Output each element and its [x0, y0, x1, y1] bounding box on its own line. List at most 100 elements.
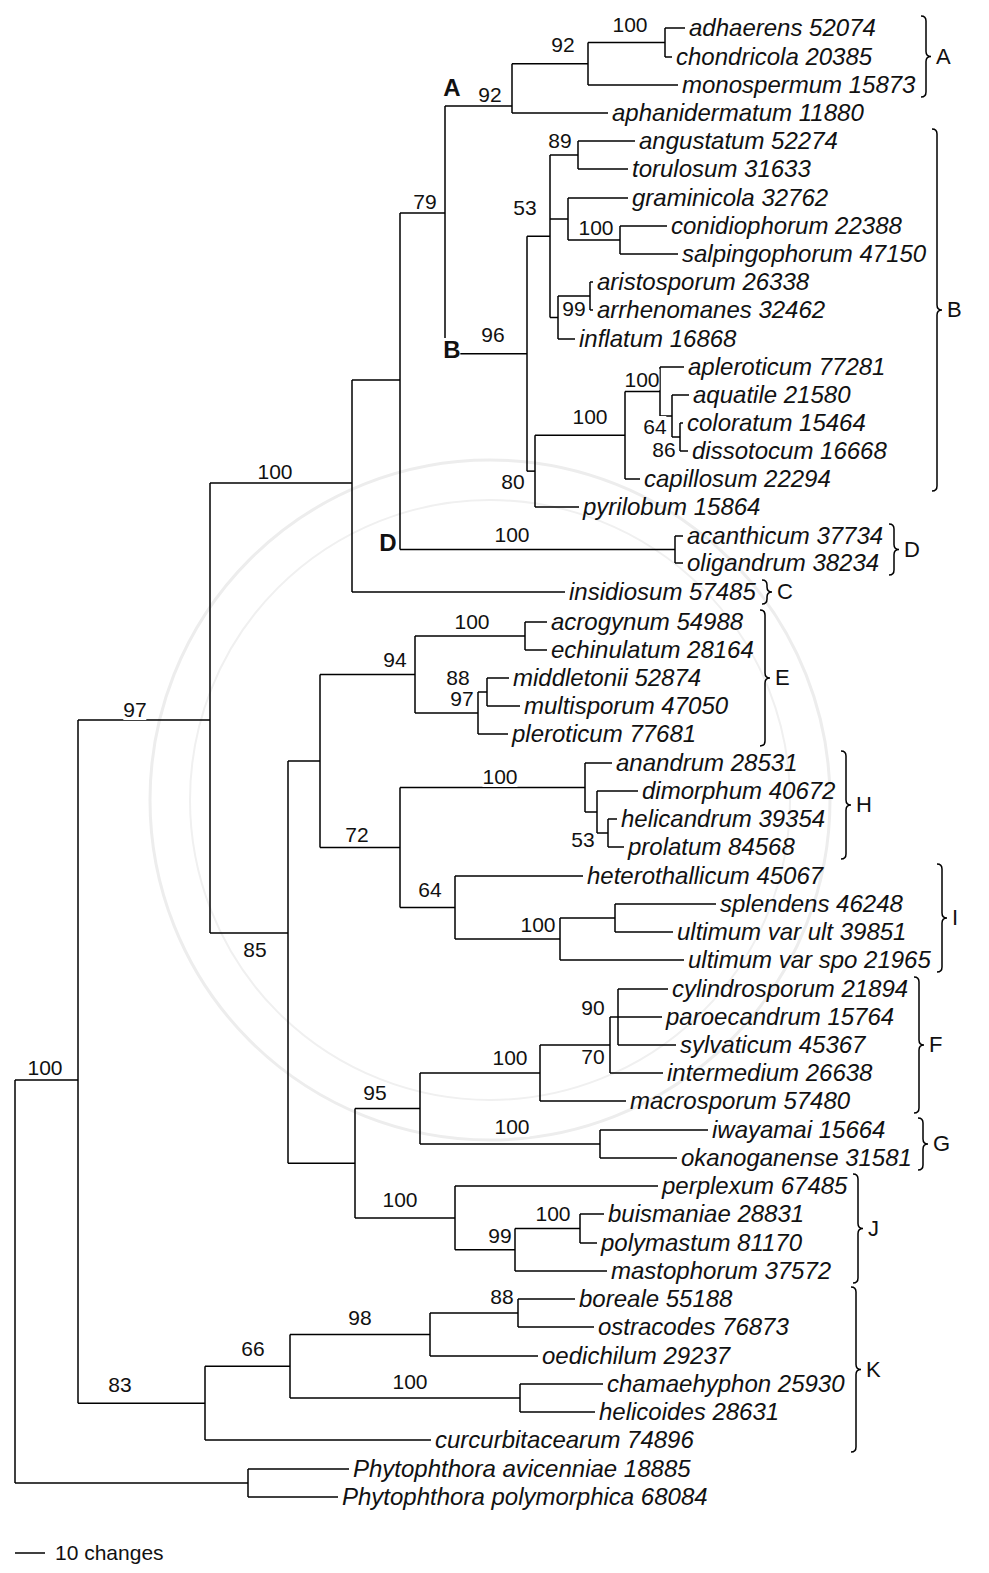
clade-letter: I [952, 907, 958, 929]
branch-line [518, 1298, 575, 1300]
branch-line [577, 141, 579, 169]
bootstrap-value: 88 [490, 1286, 513, 1307]
label-slot: 72 [345, 824, 368, 846]
label-slot: coloratum 15464 [687, 411, 866, 435]
branch-line [614, 904, 616, 932]
branch-line [399, 213, 401, 550]
bootstrap-value: 100 [257, 461, 292, 482]
branch-line [535, 506, 579, 508]
branch-line [526, 236, 528, 471]
label-slot: E [775, 667, 790, 689]
taxon-label: helicoides 28631 [599, 1400, 779, 1424]
branch-line [596, 791, 598, 833]
label-slot: oedichilum 29237 [542, 1344, 730, 1368]
taxon-label: sylvaticum 45367 [680, 1033, 865, 1057]
taxon-label: salpingophorum 47150 [682, 242, 926, 266]
label-slot: ostracodes 76873 [598, 1315, 789, 1339]
clade-letter: J [868, 1218, 879, 1240]
label-slot: pyrilobum 15864 [583, 495, 760, 519]
label-slot: acanthicum 37734 [687, 524, 883, 548]
label-slot: D [379, 531, 396, 555]
branch-line [320, 847, 400, 849]
label-slot: 97 [450, 688, 473, 710]
taxon-label: ultimum var spo 21965 [688, 948, 931, 972]
label-slot: A [936, 46, 951, 68]
taxon-label: ultimum var ult 39851 [677, 920, 906, 944]
bootstrap-value: 92 [551, 34, 574, 55]
branch-line [400, 212, 445, 214]
label-slot: C [777, 581, 793, 603]
label-slot: insidiosum 57485 [569, 580, 756, 604]
label-slot: graminicola 32762 [632, 186, 828, 210]
branch-line [587, 43, 589, 86]
branch-line [590, 281, 593, 283]
branch-line [351, 380, 353, 592]
branch-line [599, 1130, 601, 1158]
branch-line [679, 423, 681, 451]
taxon-label: helicandrum 39354 [621, 807, 825, 831]
label-slot: F [929, 1034, 942, 1056]
label-slot: 53 [571, 829, 594, 851]
label-slot: 86 [652, 439, 675, 461]
bootstrap-value: 100 [624, 369, 659, 390]
branch-line [524, 622, 526, 650]
label-slot: 98 [348, 1307, 371, 1329]
branch-line [14, 1080, 16, 1483]
branch-line [511, 64, 513, 113]
label-slot: 83 [108, 1374, 131, 1396]
taxon-label: mastophorum 37572 [611, 1259, 831, 1283]
label-slot: iwayamai 15664 [712, 1118, 885, 1142]
taxon-label: echinulatum 28164 [551, 638, 754, 662]
label-slot: helicoides 28631 [599, 1400, 779, 1424]
node-letter: B [443, 338, 460, 362]
taxon-label: insidiosum 57485 [569, 580, 756, 604]
branch-line [610, 1016, 618, 1018]
branch-line [512, 112, 608, 114]
clade-bracket [762, 580, 772, 604]
label-slot: Phytophthora polymorphica 68084 [342, 1485, 708, 1509]
clade-bracket [851, 1287, 861, 1452]
taxon-label: curcurbitacearum 74896 [435, 1428, 694, 1452]
branch-line [478, 691, 487, 693]
clade-letter: F [929, 1034, 942, 1056]
branch-line [518, 1326, 594, 1328]
taxon-label: polymastum 81170 [601, 1231, 802, 1255]
branch-line [444, 106, 446, 354]
clade-letter: K [866, 1359, 881, 1381]
branch-line [248, 1496, 338, 1498]
label-slot: pleroticum 77681 [512, 722, 696, 746]
scale-label: 10 changes [55, 1542, 164, 1563]
bootstrap-value: 100 [454, 611, 489, 632]
label-slot: 100 [492, 1047, 527, 1069]
label-slot: G [933, 1133, 950, 1155]
branch-line [287, 761, 289, 1163]
bootstrap-value: 100 [27, 1057, 62, 1078]
branch-line [558, 338, 575, 340]
branch-line [672, 394, 689, 396]
label-slot: Phytophthora avicenniae 18885 [353, 1457, 691, 1481]
branch-line [248, 1468, 349, 1470]
branch-line [205, 1366, 290, 1368]
branch-line [420, 1072, 540, 1074]
branch-line [620, 225, 667, 227]
label-slot: multisporum 47050 [524, 694, 728, 718]
branch-line [430, 1312, 518, 1314]
label-slot: ultimum var spo 21965 [688, 948, 931, 972]
label-slot: helicandrum 39354 [621, 807, 825, 831]
label-slot: 100 [612, 14, 647, 36]
bootstrap-value: 100 [494, 1116, 529, 1137]
branch-line [675, 535, 683, 537]
label-slot: chamaehyphon 25930 [607, 1372, 845, 1396]
node-letter: A [443, 76, 460, 100]
label-slot: 100 [27, 1057, 62, 1079]
taxon-label: monospermum 15873 [682, 73, 915, 97]
branch-line [550, 218, 568, 220]
branch-line [607, 819, 609, 847]
branch-line [584, 763, 586, 812]
clade-letter: G [933, 1133, 950, 1155]
branch-line [455, 875, 583, 877]
taxon-label: prolatum 84568 [628, 835, 795, 859]
branch-line [578, 168, 628, 170]
branch-line [478, 733, 508, 735]
